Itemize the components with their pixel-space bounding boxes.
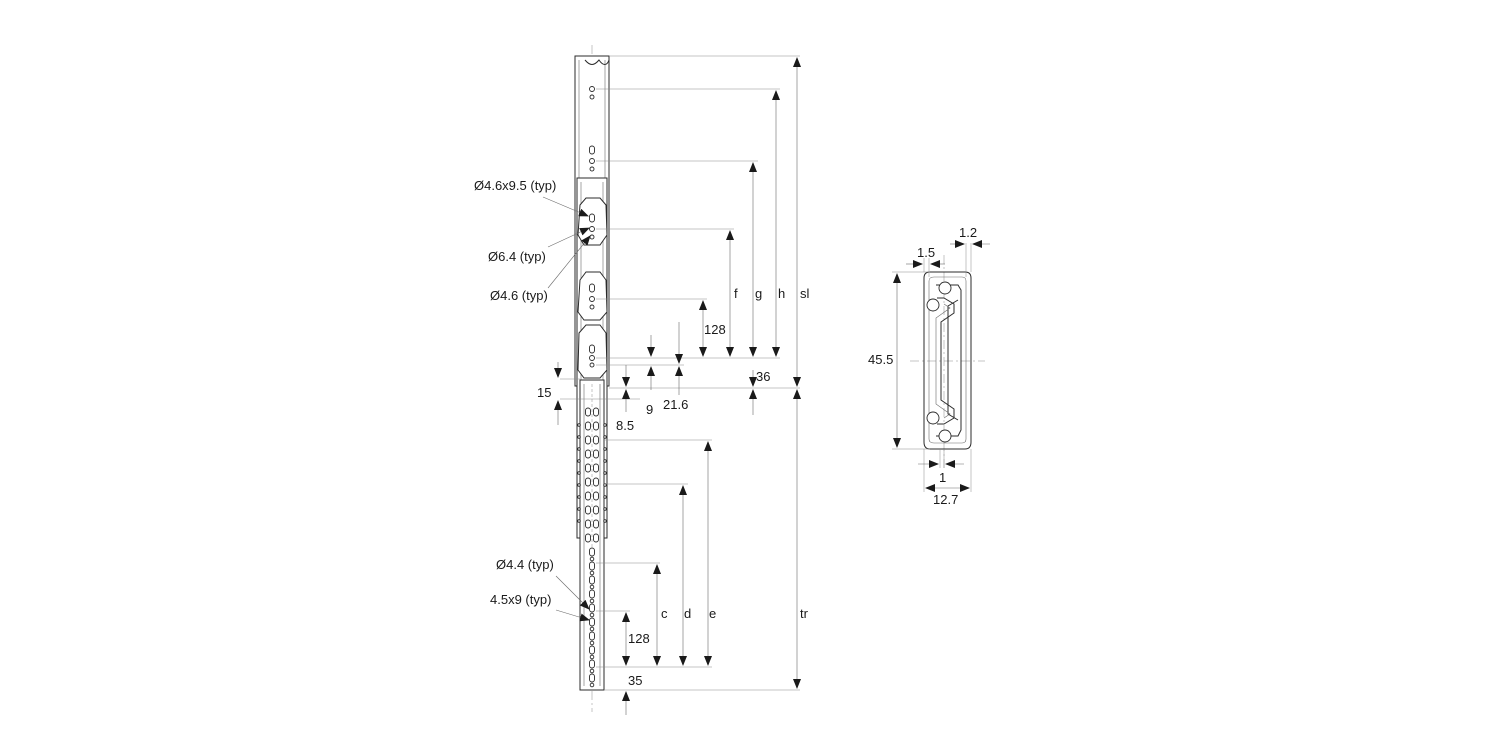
callout-slot-lower: 4.5x9 (typ) xyxy=(490,592,551,607)
dim-35: 35 xyxy=(628,673,642,688)
section-inner-profile xyxy=(937,297,955,425)
callout-hole-64: Ø6.4 (typ) xyxy=(488,249,546,264)
ball-cage xyxy=(577,271,608,321)
dim-9: 9 xyxy=(646,402,653,417)
slide-side-view: Ø4.6x9.5 (typ) Ø6.4 (typ) Ø4.6 (typ) Ø4.… xyxy=(474,45,810,715)
dim-12-7: 12.7 xyxy=(933,492,958,507)
dim-1-2: 1.2 xyxy=(959,225,977,240)
dim-1-5: 1.5 xyxy=(917,245,935,260)
dim-g: g xyxy=(755,286,762,301)
section-intermediate-profile xyxy=(936,284,962,437)
slide-cross-section: 1.2 1.5 45.5 1 12.7 xyxy=(868,225,990,507)
dim-1: 1 xyxy=(939,470,946,485)
dim-128-upper: 128 xyxy=(704,322,726,337)
dim-15: 15 xyxy=(537,385,551,400)
dim-21-6: 21.6 xyxy=(663,397,688,412)
callout-hole-46: Ø4.6 (typ) xyxy=(490,288,548,303)
callout-slot-upper: Ø4.6x9.5 (typ) xyxy=(474,178,556,193)
dim-8-5: 8.5 xyxy=(616,418,634,433)
dim-h: h xyxy=(778,286,785,301)
dim-tr: tr xyxy=(800,606,809,621)
dim-45-5: 45.5 xyxy=(868,352,893,367)
dim-e: e xyxy=(709,606,716,621)
dim-c: c xyxy=(661,606,668,621)
dim-128-lower: 128 xyxy=(628,631,650,646)
dim-f: f xyxy=(734,286,738,301)
dim-sl: sl xyxy=(800,286,810,301)
section-outer-profile xyxy=(923,271,972,450)
dim-d: d xyxy=(684,606,691,621)
dim-36: 36 xyxy=(756,369,770,384)
callout-hole-44: Ø4.4 (typ) xyxy=(496,557,554,572)
